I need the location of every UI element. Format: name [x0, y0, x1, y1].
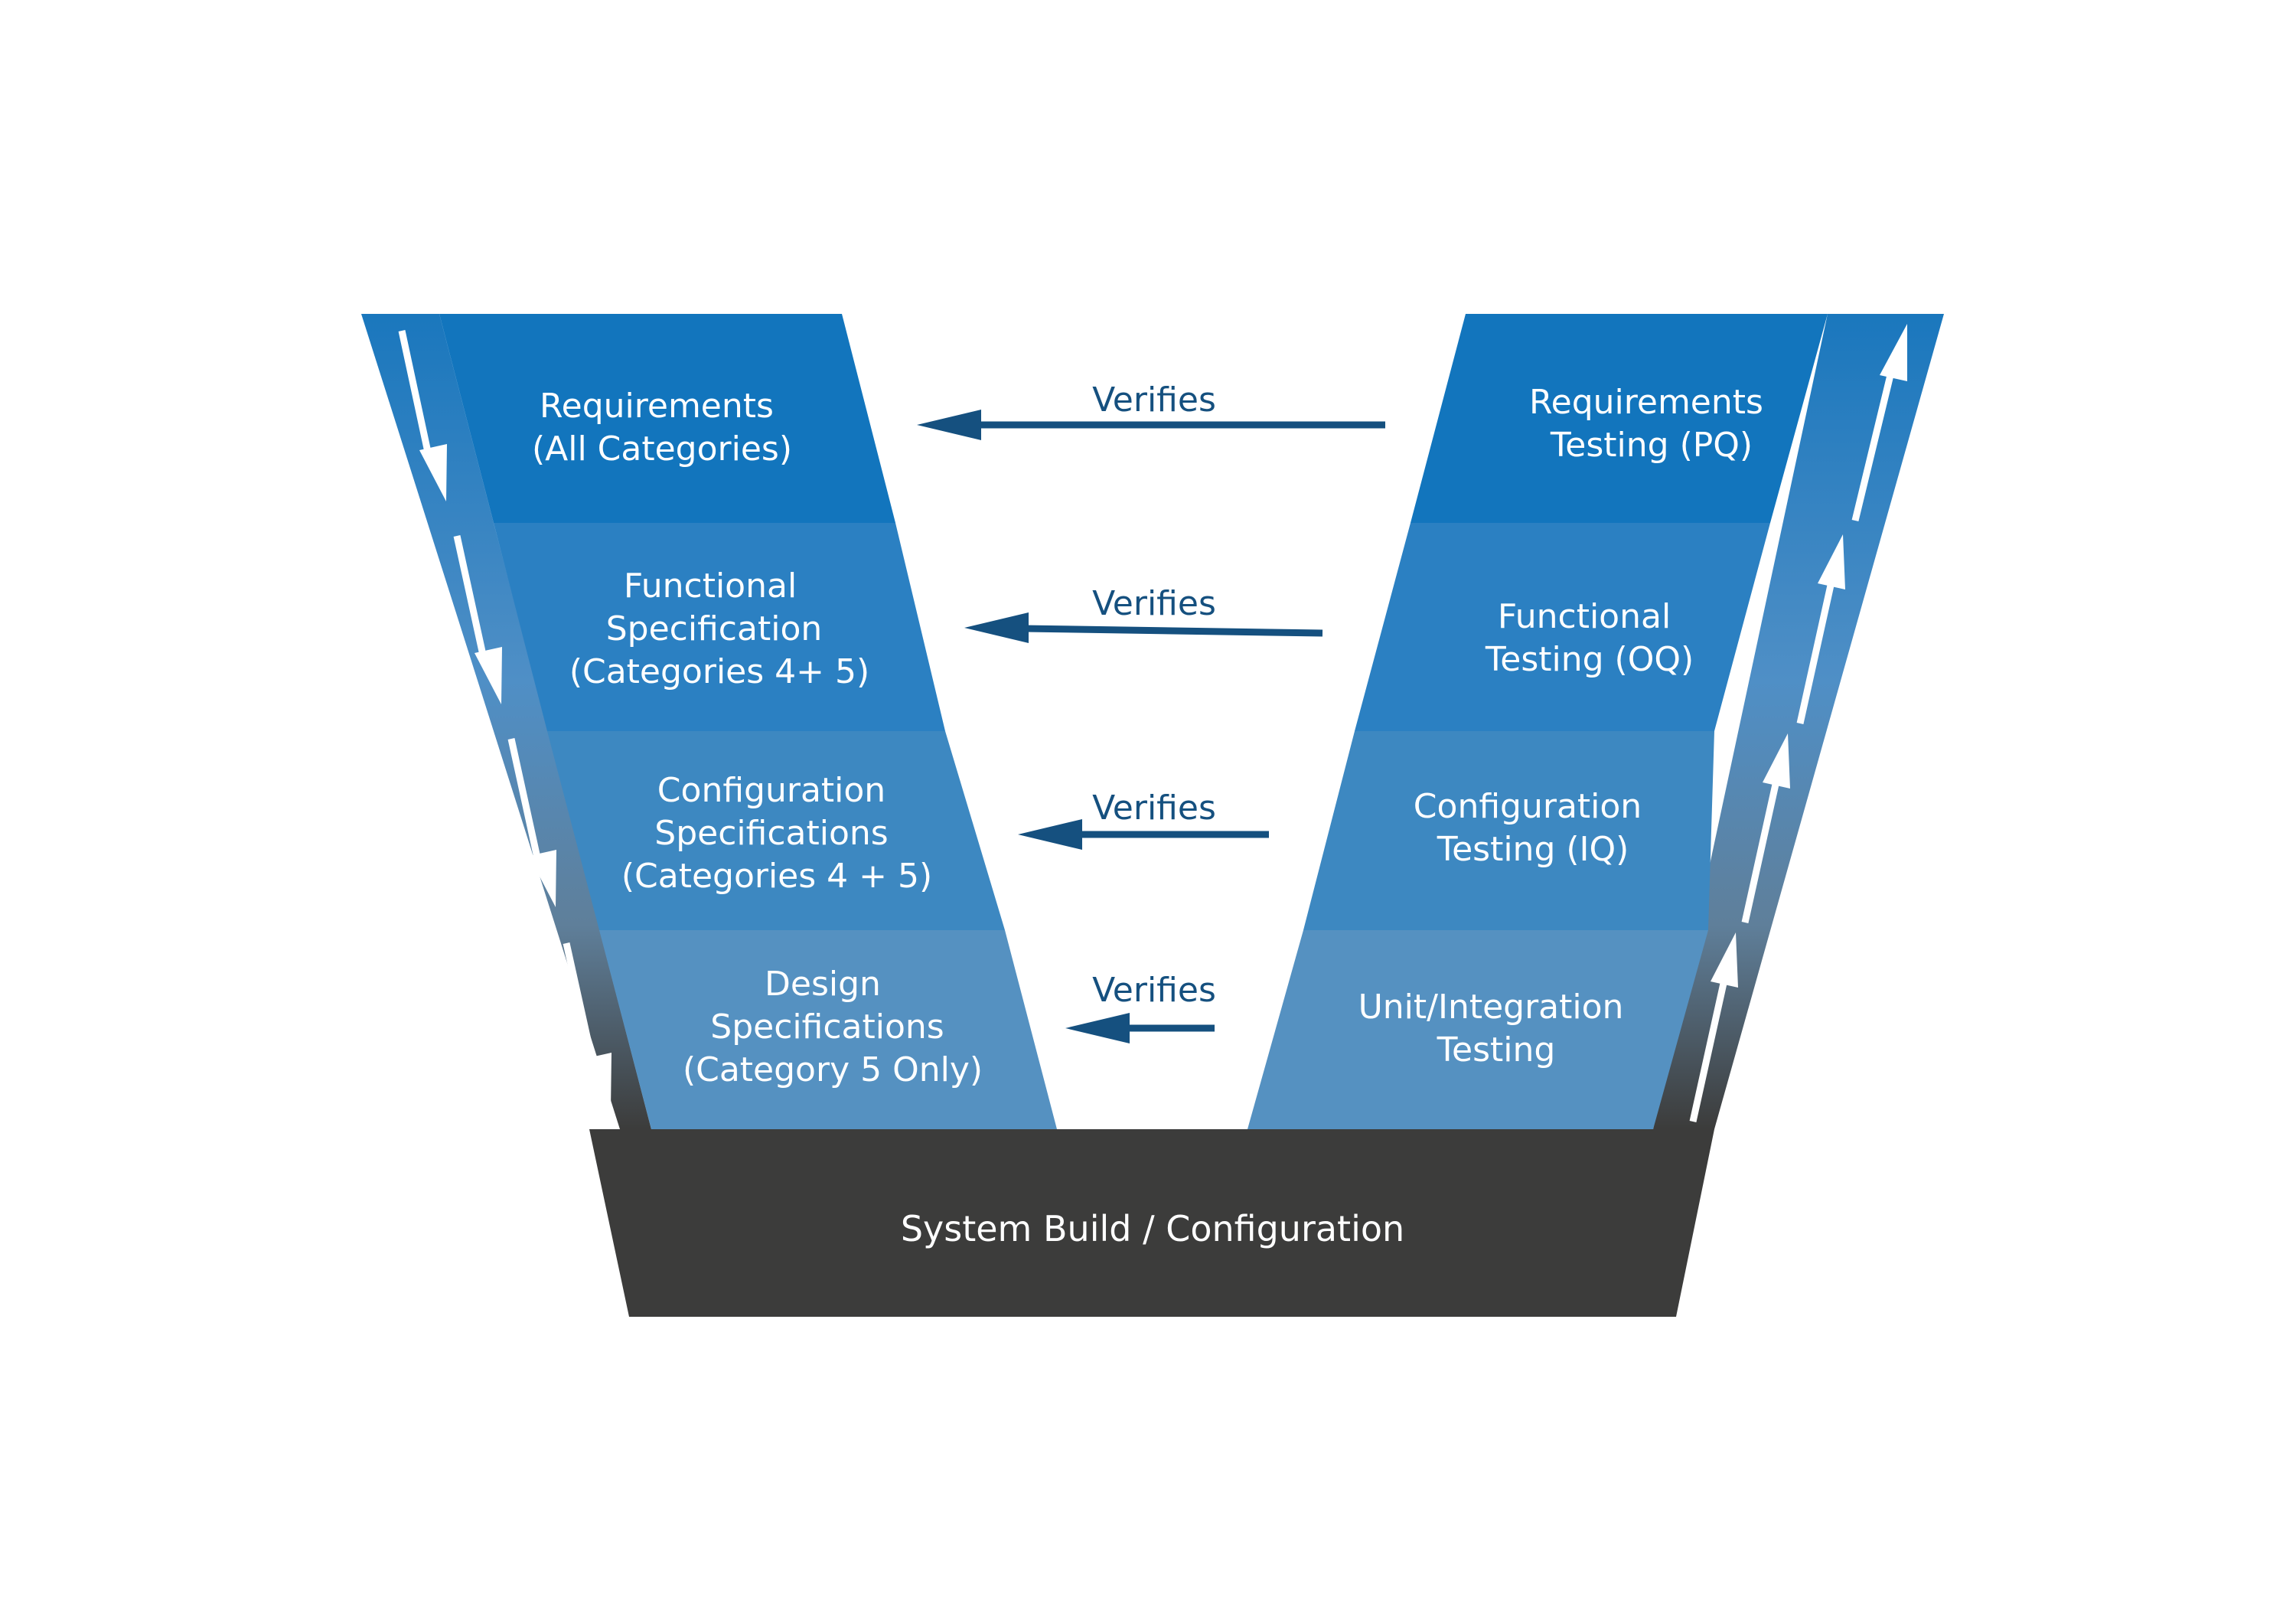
verifies-label-2: Verifies — [1092, 584, 1216, 623]
right-up-arrow-4 — [1851, 324, 1907, 522]
right-row-configuration-testing — [1303, 731, 1714, 930]
right-label-functional-testing: Functional Testing (OQ) — [1485, 597, 1694, 679]
left-row-functional-specification — [494, 523, 945, 731]
right-label-requirements-testing: Requirements Testing (PQ) — [1529, 383, 1774, 465]
left-label-requirements: Requirements (All Categories) — [532, 387, 792, 469]
left-label-functional-specification: Functional Specification (Categories 4+ … — [569, 567, 869, 691]
verifies-arrow-3 — [1018, 819, 1269, 850]
right-label-unit-integration-testing: Unit/Integration Testing — [1358, 988, 1635, 1069]
left-row-requirements — [439, 314, 895, 523]
left-down-arrow-3 — [507, 738, 556, 907]
right-label-configuration-testing: Configuration Testing (IQ) — [1414, 787, 1652, 869]
right-up-arrow-1 — [1689, 932, 1738, 1122]
left-down-arrow-2 — [453, 535, 502, 704]
left-row-design-specifications — [599, 930, 1057, 1129]
verifies-label-3: Verifies — [1092, 789, 1216, 828]
right-up-arrow-2 — [1741, 733, 1790, 923]
right-row-requirements-testing — [1411, 314, 1828, 523]
left-down-arrow-1 — [398, 330, 447, 501]
left-label-design-specifications: Design Specifications (Category 5 Only) — [683, 965, 983, 1089]
left-flow-strip — [361, 314, 651, 1129]
verifies-arrow-4 — [1065, 1013, 1215, 1043]
right-row-functional-testing — [1355, 523, 1770, 731]
right-up-arrow-3 — [1796, 534, 1845, 724]
verifies-arrow-1 — [917, 410, 1385, 440]
right-up-arrows — [1689, 324, 1907, 1122]
right-row-unit-integration-testing — [1247, 930, 1708, 1129]
system-build-block — [589, 1129, 1714, 1317]
left-row-configuration-specifications — [547, 731, 1005, 930]
verifies-arrow-2 — [964, 612, 1323, 643]
left-down-arrows — [398, 330, 612, 1110]
left-down-arrow-4 — [563, 942, 612, 1110]
verifies-label-1: Verifies — [1092, 380, 1216, 420]
system-build-label: System Build / Configuration — [901, 1208, 1404, 1249]
left-label-configuration-specifications: Configuration Specifications (Categories… — [621, 771, 932, 896]
verifies-label-4: Verifies — [1092, 971, 1216, 1010]
